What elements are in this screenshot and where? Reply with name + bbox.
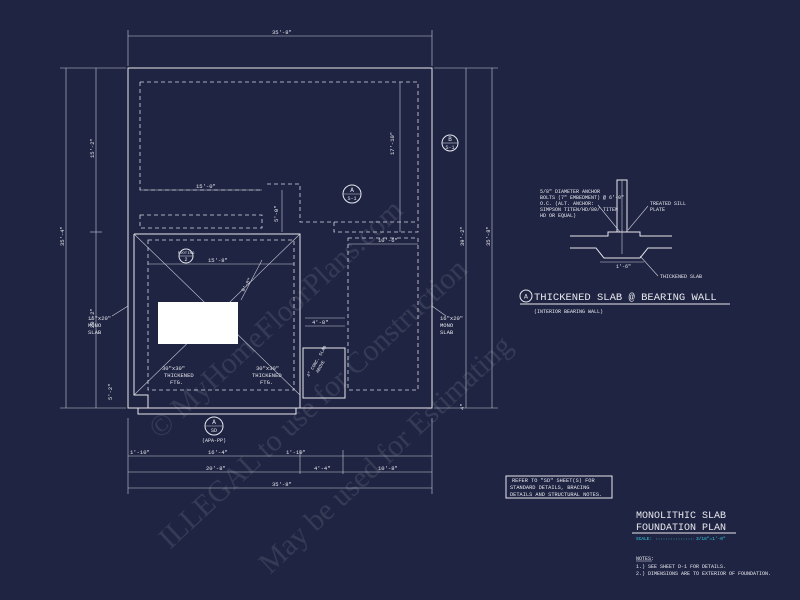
- dim-text: 5'-2": [107, 383, 114, 400]
- detail-subtitle: (INTERIOR BEARING WALL): [534, 309, 603, 315]
- text-line: 30"x30": [256, 365, 279, 372]
- text-line: STANDARD DETAILS, BRACING: [510, 485, 589, 491]
- text-line: THICKENED: [164, 372, 194, 379]
- text-line: FTG.: [260, 379, 273, 386]
- text-line: SLAB: [88, 329, 102, 336]
- note-item: 1.) SEE SHEET D-1 FOR DETAILS.: [636, 564, 726, 570]
- dashed-beam: [139, 214, 263, 229]
- dim-text: 20'-8": [206, 465, 226, 472]
- text-line: THICKENED: [252, 372, 282, 379]
- notes-heading: NOTES:: [636, 556, 654, 562]
- section-marker-a: A S-1: [342, 184, 362, 204]
- sheet-title-line2: FOUNDATION PLAN: [636, 523, 726, 534]
- text-line: MONO: [440, 322, 454, 329]
- dim-text: 10'-8": [378, 465, 398, 472]
- text-line: REFER TO "SD" SHEET(S) FOR: [512, 478, 595, 484]
- apa-label: (APA-PP): [202, 438, 226, 444]
- dim-text: 4'-8": [312, 319, 329, 326]
- dashed-slab-edge-left: [139, 82, 262, 191]
- text-line: TREATED SILL: [650, 201, 686, 207]
- dim-text: 4'-4": [314, 465, 331, 472]
- section-marker-c: A SD (APA-PP): [202, 416, 226, 444]
- footing-marker: FOOTING 2: [178, 248, 195, 264]
- thickened-slab-note: THICKENED SLAB: [660, 274, 702, 280]
- dim-text: 5'-0": [273, 205, 280, 222]
- text-line: BOLTS (7" EMBEDMENT) @ 6'-0": [540, 195, 624, 201]
- dim-text: 9'-8": [241, 277, 254, 293]
- text-line: HD OR EQUAL): [540, 213, 576, 219]
- dim-text: 17'-10": [389, 132, 396, 155]
- dim-text: 1'-6": [616, 264, 631, 270]
- footing-tag: FOOTING: [178, 252, 195, 256]
- detail-title: A THICKENED SLAB @ BEARING WALL (INTERIO…: [519, 289, 730, 315]
- text-line: 16"x20": [88, 315, 111, 322]
- text-line: 30"x30": [162, 365, 185, 372]
- section-ref: S-1: [347, 196, 356, 202]
- dim-text: 15'-8": [208, 257, 228, 264]
- small-room: [302, 347, 346, 399]
- dim-text: 15'-2": [89, 138, 96, 158]
- text-line: MONO: [88, 322, 102, 329]
- dim-text: 35'-8": [485, 226, 492, 246]
- section-marker-b: B S-1: [441, 134, 459, 152]
- dim-text: 4": [459, 403, 466, 410]
- text-line: 16"x20": [440, 315, 463, 322]
- title-block: MONOLITHIC SLAB FOUNDATION PLAN SCALE: 3…: [632, 511, 771, 577]
- section-ref: SD: [211, 428, 217, 434]
- dim-text: 35'-8": [272, 481, 292, 488]
- slab-top: [570, 231, 672, 237]
- thickened-slab-profile: [570, 247, 672, 259]
- redacted-box: [158, 302, 238, 344]
- outer-dimensions: 35'-8" 35'-8" 1'-10" 16'-4" 1'-10" 20'-8…: [59, 29, 498, 494]
- section-letter: A: [350, 187, 354, 194]
- dim-text: 1'-10": [130, 449, 150, 456]
- dim-text: 39'-2": [459, 226, 466, 246]
- dim-text: 1'-10": [286, 449, 306, 456]
- watermark: © MyHomeFloorPlans.com ILLEGAL to use fo…: [142, 193, 518, 580]
- dim-text: 20'-2": [89, 308, 96, 328]
- section-letter: A: [212, 419, 216, 426]
- sheet-title-line1: MONOLITHIC SLAB: [636, 511, 726, 522]
- text-line: FTG.: [170, 379, 183, 386]
- section-letter: B: [448, 136, 452, 143]
- section-ref: S-1: [445, 145, 454, 151]
- garage-door-apron: [137, 407, 297, 415]
- scale-value: 3/16"=1'-0": [696, 536, 726, 542]
- detail-title-text: THICKENED SLAB @ BEARING WALL: [534, 292, 717, 304]
- dashed-garage-slab: [147, 239, 295, 391]
- text-line: O.C. (ALT. ANCHOR:: [540, 201, 594, 207]
- garage-wall-left: [133, 234, 149, 408]
- text-line: PLATE: [650, 207, 665, 213]
- dim-text: 35'-4": [59, 226, 66, 246]
- dim-text: 10'-6": [378, 237, 398, 244]
- dim-text: 15'-0": [196, 183, 216, 190]
- detail-letter: A: [524, 294, 528, 301]
- dim-text: 16'-4": [208, 449, 228, 456]
- foundation-plan-drawing: A S-1 B S-1 A SD (APA-PP) FOOTING 2 16"x…: [59, 29, 498, 494]
- text-line: SIMPSON TITEN/HD/80/ TITEN: [540, 207, 618, 213]
- scale-label: SCALE:: [636, 536, 652, 542]
- text-line: SLAB: [440, 329, 454, 336]
- text-line: 5/8" DIAMETER ANCHOR: [540, 189, 600, 195]
- dim-text: 35'-8": [272, 29, 292, 36]
- inner-dimensions: 15'-0" 15'-8" 17'-10" 10'-6" 5'-0" 4'-8"…: [107, 82, 466, 410]
- text-line: DETAILS AND STRUCTURAL NOTES.: [510, 492, 602, 498]
- footing-num: 2: [184, 257, 187, 263]
- note-item: 2.) DIMENSIONS ARE TO EXTERIOR OF FOUNDA…: [636, 571, 771, 577]
- dashed-slab-edge-upper: [140, 81, 419, 233]
